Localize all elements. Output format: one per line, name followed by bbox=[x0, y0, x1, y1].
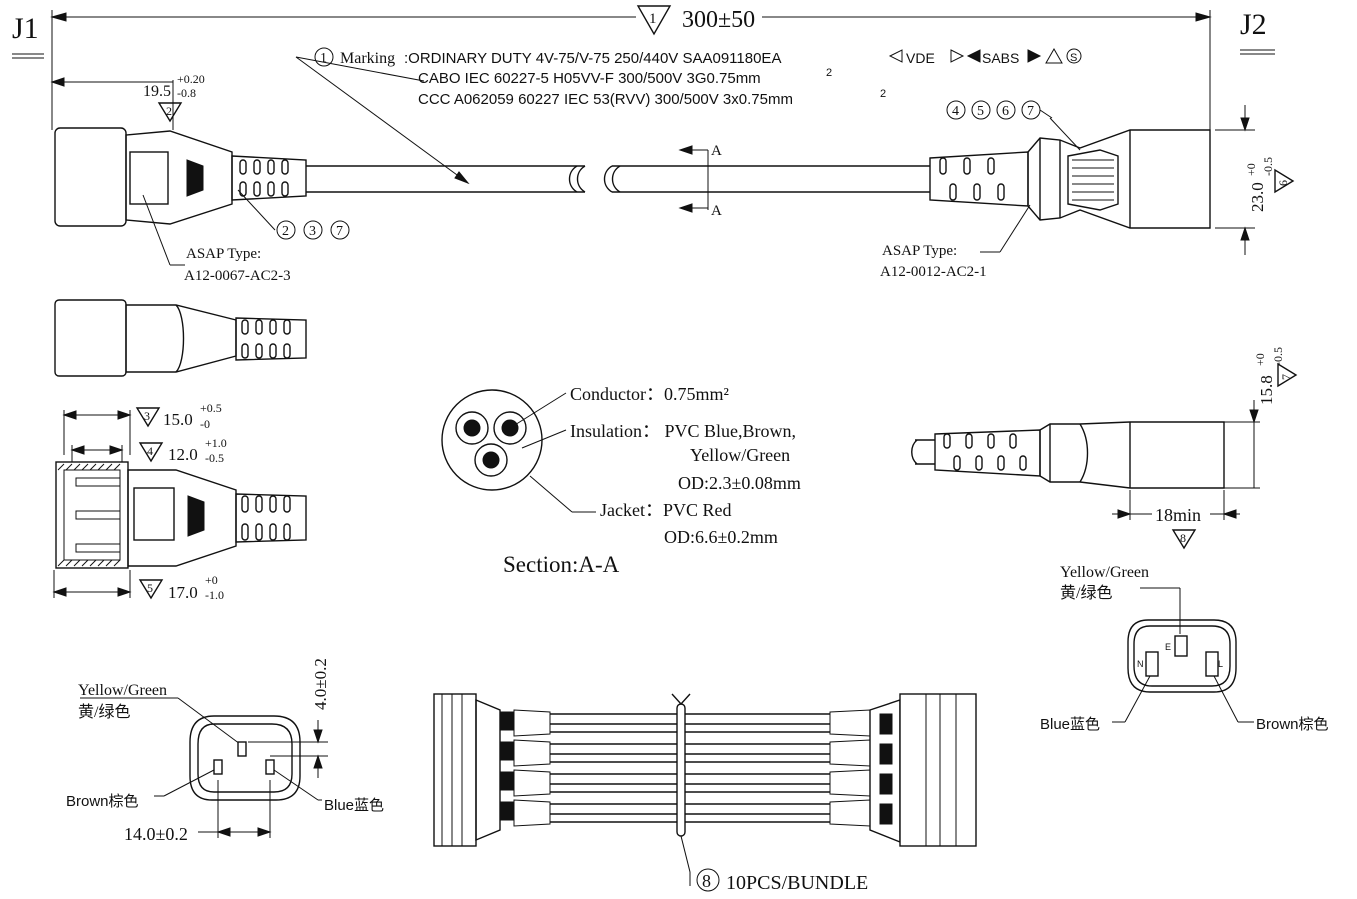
marking-line2: CABO IEC 60227-5 H05VV-F 300/500V 3G0.75… bbox=[418, 70, 761, 87]
dim-4: 4.0±0.2 bbox=[311, 658, 330, 710]
svg-text:6: 6 bbox=[1002, 104, 1009, 119]
j2-connector-top: 4 5 6 7 ASAP Type: A12-0012-AC2-1 23.0 +… bbox=[880, 100, 1295, 280]
j1-label: J1 bbox=[12, 12, 39, 45]
section-title: Section:A-A bbox=[503, 552, 620, 577]
asap-j1-part: A12-0067-AC2-3 bbox=[184, 268, 291, 284]
svg-text:+0.5: +0.5 bbox=[200, 401, 222, 415]
svg-text:4: 4 bbox=[147, 444, 153, 458]
svg-text:7: 7 bbox=[1279, 374, 1293, 380]
j1-pin-face: Yellow/Green 黄/绿色 Brown棕色 Blue蓝色 4.0±0.2… bbox=[66, 658, 384, 844]
j1-connector-top: 19.5 +0.20 -0.8 2 2 3 7 ASAP Type: A12-0… bbox=[50, 72, 586, 284]
svg-text:1: 1 bbox=[649, 11, 657, 27]
marking-line3: CCC A062059 60227 IEC 53(RVV) 300/500V 3… bbox=[418, 91, 793, 108]
dim-17: 17.0 bbox=[168, 583, 198, 602]
svg-text:A: A bbox=[711, 143, 722, 159]
marking-line1: :ORDINARY DUTY 4V-75/V-75 250/440V SAA09… bbox=[404, 50, 781, 67]
sabs-mark: SABS bbox=[982, 50, 1019, 66]
svg-text:E: E bbox=[1165, 642, 1171, 652]
svg-text:4: 4 bbox=[952, 104, 959, 119]
blue-left: Blue蓝色 bbox=[324, 797, 384, 814]
cable-section-marker: A A bbox=[603, 143, 930, 219]
svg-text:7: 7 bbox=[1027, 104, 1034, 119]
blue-right: Blue蓝色 bbox=[1040, 716, 1100, 733]
svg-text:7: 7 bbox=[336, 224, 343, 239]
svg-text:OD:6.6±0.2mm: OD:6.6±0.2mm bbox=[664, 527, 778, 547]
bundle-note: 10PCS/BUNDLE bbox=[726, 872, 868, 894]
dim-15: 15.0 bbox=[163, 410, 193, 429]
j1-connector-side bbox=[54, 299, 307, 377]
j2-pin-face: Yellow/Green 黄/绿色 E N L Blue蓝色 Brown棕色 bbox=[1040, 564, 1329, 733]
j2-connector-side: 15.8 +0 -0.5 7 18min 8 bbox=[911, 347, 1298, 550]
yg-left: Yellow/Green bbox=[78, 682, 167, 699]
svg-text:-0.5: -0.5 bbox=[205, 451, 224, 465]
svg-text:黄/绿色: 黄/绿色 bbox=[78, 703, 130, 721]
svg-text:-0.8: -0.8 bbox=[177, 86, 196, 100]
svg-text:+0: +0 bbox=[1244, 163, 1258, 176]
brown-left: Brown棕色 bbox=[66, 793, 139, 810]
svg-text:+0.20: +0.20 bbox=[177, 72, 205, 86]
dim-12: 12.0 bbox=[168, 445, 198, 464]
svg-text:-1.0: -1.0 bbox=[205, 588, 224, 602]
svg-text:3: 3 bbox=[144, 409, 150, 423]
dim-15-8: 15.8 bbox=[1257, 375, 1276, 405]
svg-text:2: 2 bbox=[166, 104, 172, 118]
svg-text:OD:2.3±0.08mm: OD:2.3±0.08mm bbox=[678, 473, 801, 493]
svg-text:2: 2 bbox=[880, 88, 886, 100]
svg-text:3: 3 bbox=[309, 224, 316, 239]
overall-length-dimension: J1 J2 1 300±50 bbox=[12, 5, 1275, 130]
asap-j2-part: A12-0012-AC2-1 bbox=[880, 264, 987, 280]
insulation-spec: Insulation： PVC Blue,Brown, bbox=[570, 421, 796, 441]
svg-text:8: 8 bbox=[702, 871, 711, 891]
svg-text:+0: +0 bbox=[205, 573, 218, 587]
note-triangle-1 bbox=[636, 5, 672, 36]
svg-text:-0.5: -0.5 bbox=[1261, 157, 1275, 176]
marking-label: Marking bbox=[340, 50, 395, 67]
svg-text:A: A bbox=[711, 203, 722, 219]
svg-text:2: 2 bbox=[826, 67, 832, 79]
svg-text:5: 5 bbox=[147, 581, 153, 595]
svg-text:-0.5: -0.5 bbox=[1271, 347, 1285, 366]
dim-18min: 18min bbox=[1155, 505, 1201, 525]
asap-j1-type: ASAP Type: bbox=[186, 246, 261, 262]
length-value: 300±50 bbox=[682, 7, 755, 33]
dim-14: 14.0±0.2 bbox=[124, 824, 188, 844]
j1-connector-section: 3 15.0 +0.5 -0 4 12.0 +1.0 -0.5 bbox=[52, 401, 307, 602]
jacket-spec: Jacket：PVC Red bbox=[600, 500, 731, 520]
svg-text:L: L bbox=[1218, 659, 1223, 669]
yg-right: Yellow/Green bbox=[1060, 564, 1149, 581]
conductor-spec: Conductor：0.75mm² bbox=[570, 384, 729, 404]
svg-text:6: 6 bbox=[1276, 180, 1290, 186]
svg-text:5: 5 bbox=[977, 104, 984, 119]
brown-right: Brown棕色 bbox=[1256, 716, 1329, 733]
j2-label: J2 bbox=[1240, 8, 1267, 41]
svg-text:黄/绿色: 黄/绿色 bbox=[1060, 584, 1112, 602]
svg-text:S: S bbox=[1070, 52, 1077, 64]
svg-text:1: 1 bbox=[320, 51, 327, 66]
marking-block: 1 Marking :ORDINARY DUTY 4V-75/V-75 250/… bbox=[295, 47, 1082, 185]
cable-cross-section: Conductor：0.75mm² Insulation： PVC Blue,B… bbox=[441, 384, 801, 577]
svg-text:N: N bbox=[1137, 659, 1144, 669]
svg-text:Yellow/Green: Yellow/Green bbox=[690, 445, 790, 465]
svg-text:-0: -0 bbox=[200, 417, 210, 431]
dim-23: 23.0 bbox=[1248, 182, 1267, 212]
cable-bundle: 8 10PCS/BUNDLE bbox=[433, 693, 977, 894]
svg-text:8: 8 bbox=[1180, 531, 1186, 545]
asap-j2-type: ASAP Type: bbox=[882, 243, 957, 259]
vde-mark: VDE bbox=[906, 50, 935, 66]
svg-text:+1.0: +1.0 bbox=[205, 436, 227, 450]
dim-19-5: 19.5 bbox=[143, 83, 171, 100]
svg-text:2: 2 bbox=[282, 224, 289, 239]
svg-text:+0: +0 bbox=[1253, 353, 1267, 366]
